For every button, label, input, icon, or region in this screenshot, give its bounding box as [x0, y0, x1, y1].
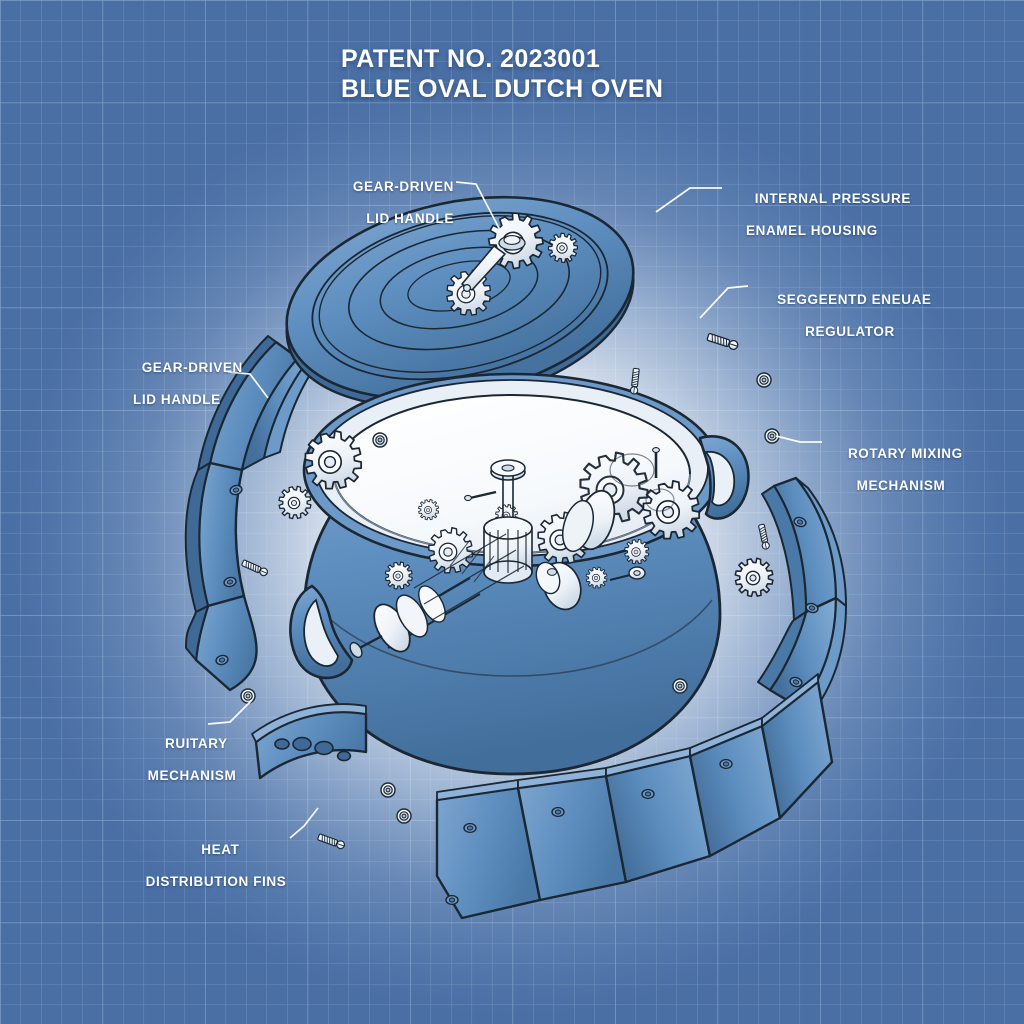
internal-clockwork — [349, 447, 701, 659]
page-title: PATENT NO. 2023001 BLUE OVAL DUTCH OVEN — [341, 44, 663, 104]
lid-gear-cluster — [444, 207, 582, 318]
title-line-2: BLUE OVAL DUTCH OVEN — [341, 75, 664, 103]
title-line-1: PATENT NO. 2023001 — [341, 45, 601, 73]
right-shell-segments — [757, 476, 847, 717]
rotary-mechanism-bar — [251, 703, 368, 780]
heat-distribution-fin-panels — [435, 673, 834, 920]
loose-gear-right — [734, 557, 774, 598]
leader-lines — [207, 181, 822, 839]
